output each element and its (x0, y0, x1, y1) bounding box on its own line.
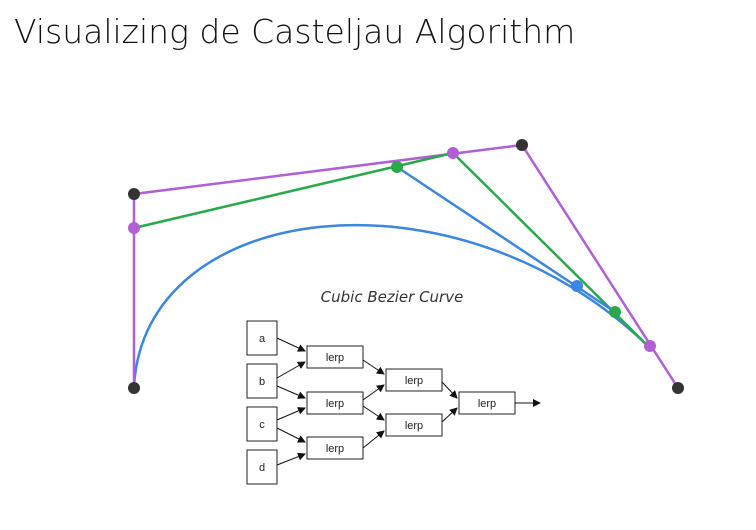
input-box-d: d (246, 449, 278, 485)
control-point-p1 (128, 188, 140, 200)
lerp-label: lerp (405, 420, 423, 432)
control-point-p0 (128, 382, 140, 394)
lerp-point-bc (447, 147, 459, 159)
lerp-box-2b: lerp (385, 413, 443, 437)
arrows-level-2 (362, 359, 385, 449)
lerp-point-abc (391, 161, 403, 173)
input-box-a: a (246, 320, 278, 356)
lerp-point-cd (644, 340, 656, 352)
input-box-c: c (246, 406, 278, 442)
input-label-c: c (259, 419, 265, 431)
lerp-box-3: lerp (458, 391, 516, 415)
lerp-label: lerp (405, 375, 423, 387)
lerp-label: lerp (326, 352, 344, 364)
curve-point (571, 280, 583, 292)
control-point-p3 (672, 382, 684, 394)
bezier-curve (132, 223, 649, 389)
lerp-box-1a: lerp (306, 345, 364, 369)
lerp-box-2a: lerp (385, 368, 443, 392)
lerp-box-1b: lerp (306, 391, 364, 415)
lerp-label: lerp (326, 398, 344, 410)
input-box-b: b (246, 363, 278, 399)
arrows-level-1 (276, 337, 306, 466)
control-polygon (132, 143, 680, 389)
control-point-p2 (516, 139, 528, 151)
lerp-point-ab (128, 222, 140, 234)
second-level-lines (133, 151, 649, 347)
input-label-d: d (259, 462, 265, 474)
lerp-point-bcd (609, 306, 621, 318)
lerp-label: lerp (326, 443, 344, 455)
input-label-b: b (259, 376, 265, 388)
lerp-box-1c: lerp (306, 436, 364, 460)
lerp-label: lerp (478, 398, 496, 410)
curve-label: Cubic Bezier Curve (321, 288, 464, 306)
arrows-level-3 (441, 381, 458, 423)
input-label-a: a (259, 333, 266, 345)
page-title: Visualizing de Casteljau Algorithm (14, 12, 576, 51)
